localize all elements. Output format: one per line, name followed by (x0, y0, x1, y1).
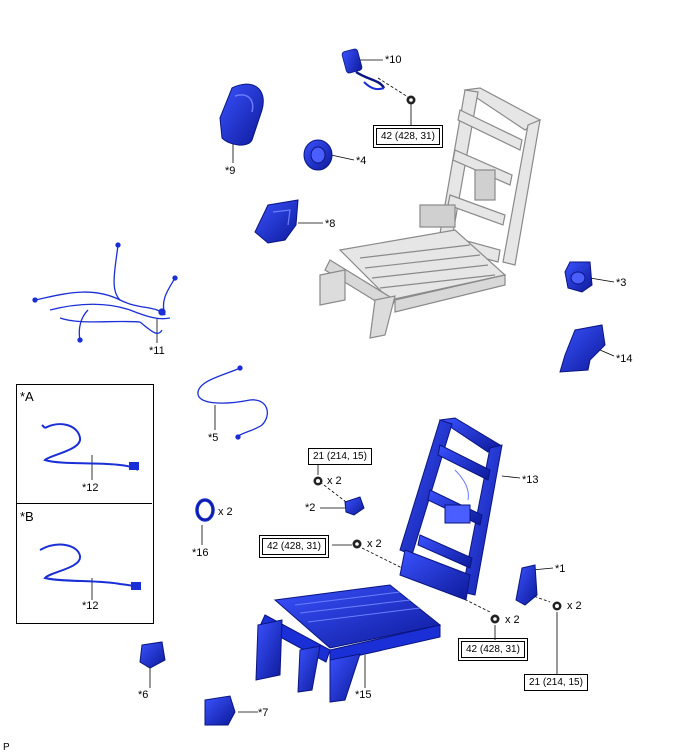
part-label-8: *8 (325, 218, 336, 230)
part-label-10: *10 (385, 54, 402, 66)
part-label-14: *14 (616, 353, 633, 365)
part-13-seatback-frame (399, 417, 503, 601)
part-label-12-a: *12 (82, 482, 99, 494)
part-6-bracket (139, 641, 166, 669)
part-10-connector (341, 48, 386, 91)
bolt-icon-lower (490, 614, 500, 624)
part-12-harness-a (41, 423, 139, 471)
part-label-3: *3 (616, 277, 627, 289)
torque-box-42-middle: 42 (428, 31) (259, 535, 329, 558)
part-5-wire (197, 365, 268, 440)
part-4-unit (303, 139, 333, 171)
variant-label-a: *A (20, 389, 34, 404)
qty-42-lower: x 2 (505, 614, 520, 626)
part-15-seat-cushion-frame (255, 584, 442, 703)
part-14-bracket (559, 324, 606, 373)
nut-icon-lower (552, 601, 562, 611)
part-9-cover (219, 83, 264, 146)
part-label-5: *5 (208, 432, 219, 444)
part-label-16: *16 (192, 547, 209, 559)
variant-frame-a (16, 384, 154, 624)
part-3-unit (564, 261, 593, 293)
qty-21-lower: x 2 (567, 600, 582, 612)
footer-code: P (3, 742, 10, 753)
part-label-9: *9 (225, 165, 236, 177)
torque-box-42-top: 42 (428, 31) (373, 125, 443, 148)
part-label-15: *15 (355, 689, 372, 701)
qty-42-middle: x 2 (367, 538, 382, 550)
qty-21-upper: x 2 (327, 475, 342, 487)
bolt-icon-top (406, 95, 416, 105)
part-label-13: *13 (522, 474, 539, 486)
part-16-ring (195, 498, 215, 522)
part-label-11: *11 (149, 345, 165, 357)
part-label-2: *2 (305, 502, 316, 514)
nut-icon-upper (313, 476, 323, 486)
part-2-bracket (344, 496, 365, 516)
torque-box-21-bottom: 21 (214, 15) (524, 674, 588, 691)
part-label-1: *1 (555, 563, 566, 575)
bolt-icon-middle (352, 539, 362, 549)
part-label-6: *6 (138, 689, 149, 701)
torque-box-42-bottom: 42 (428, 31) (458, 638, 528, 661)
part-label-12-b: *12 (82, 600, 99, 612)
part-7-bracket (204, 695, 236, 726)
part-12-harness-b (39, 543, 141, 590)
part-label-7: *7 (258, 707, 269, 719)
part-8-bracket (254, 199, 299, 244)
variant-label-b: *B (20, 509, 34, 524)
part-1-bracket (515, 564, 538, 606)
part-11-wire-harness (32, 242, 178, 343)
torque-box-21-top: 21 (214, 15) (308, 448, 372, 465)
part-label-4: *4 (356, 155, 367, 167)
existing-seat-frame-gray (319, 87, 542, 339)
qty-16: x 2 (218, 506, 233, 518)
variant-divider (16, 503, 152, 504)
